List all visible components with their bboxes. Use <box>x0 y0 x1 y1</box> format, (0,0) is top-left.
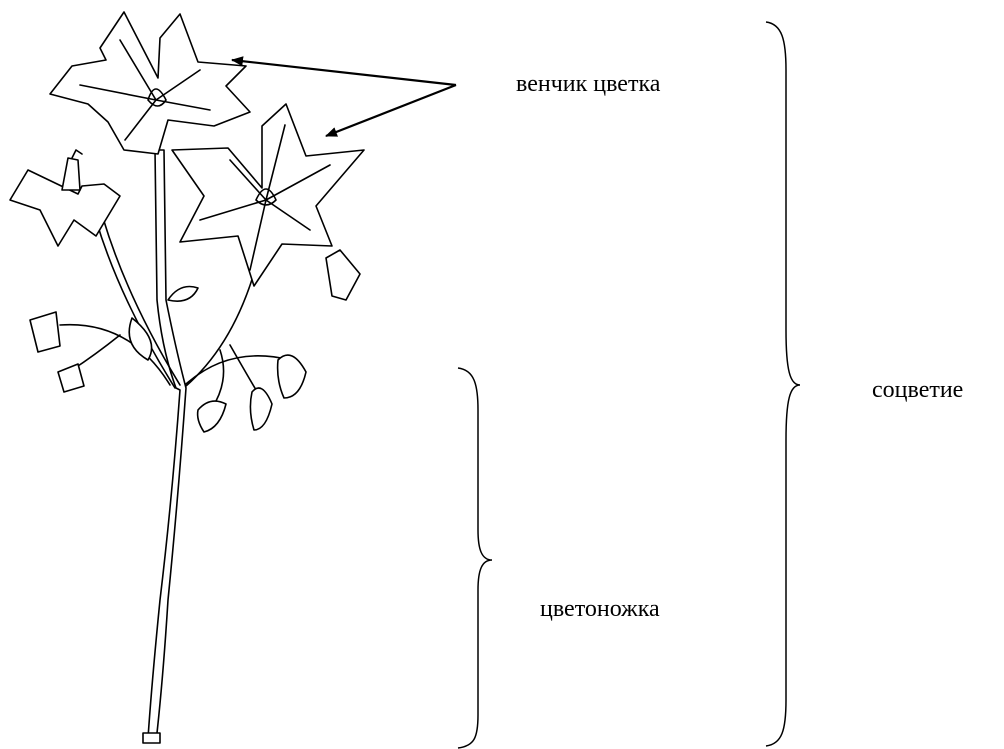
bud-left-1 <box>30 312 60 352</box>
branch-bud-2 <box>212 350 224 408</box>
bud-right-1 <box>278 355 306 398</box>
bud-left-2 <box>58 364 84 392</box>
stem-cut-end <box>143 733 160 743</box>
main-stem <box>148 150 186 742</box>
plant-illustration <box>10 12 364 743</box>
flower-left-stalk <box>72 150 82 158</box>
flower-left-stamens <box>62 158 80 190</box>
arrow-to-top-flower <box>232 60 456 85</box>
brace-inflorescence <box>766 22 800 746</box>
brace-peduncle <box>458 368 492 748</box>
label-inflorescence: соцветие <box>872 378 963 402</box>
bud-right-2 <box>250 388 272 430</box>
leaf-small <box>168 287 198 302</box>
leaf-left <box>129 318 151 360</box>
braces <box>458 22 800 748</box>
label-corolla: венчик цветка <box>516 72 660 96</box>
bud-right-3 <box>198 401 226 432</box>
branch-bud-3 <box>72 335 120 370</box>
bud-right-upper <box>326 250 360 300</box>
arrow-to-right-flower <box>326 85 456 136</box>
label-peduncle: цветоножка <box>540 597 660 621</box>
flower-top <box>50 12 250 154</box>
